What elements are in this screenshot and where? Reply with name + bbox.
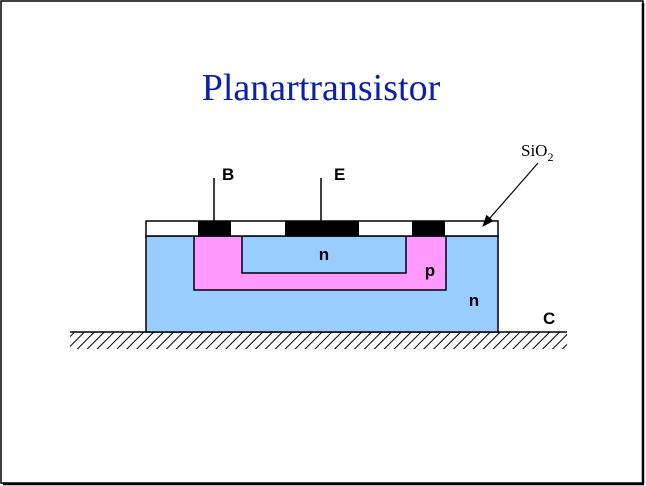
base-contact-left <box>198 221 231 236</box>
base-label: B <box>222 165 234 184</box>
emitter-label: E <box>334 165 345 184</box>
collector-label: C <box>543 309 555 328</box>
oxide-label-subscript: 2 <box>547 150 553 164</box>
base-contact-right <box>412 221 445 236</box>
oxide-label-main: SiO <box>521 141 547 160</box>
oxide-label: SiO2 <box>521 141 553 164</box>
emitter-contact <box>285 221 359 236</box>
oxide-pointer-arrow <box>482 162 539 227</box>
emitter-n-region <box>241 235 407 274</box>
base-region-label: p <box>425 261 435 280</box>
ground-hatch <box>70 332 567 349</box>
slide-title: Planartransistor <box>202 67 441 109</box>
collector-region-label: n <box>469 291 479 310</box>
emitter-region-label: n <box>319 245 329 264</box>
